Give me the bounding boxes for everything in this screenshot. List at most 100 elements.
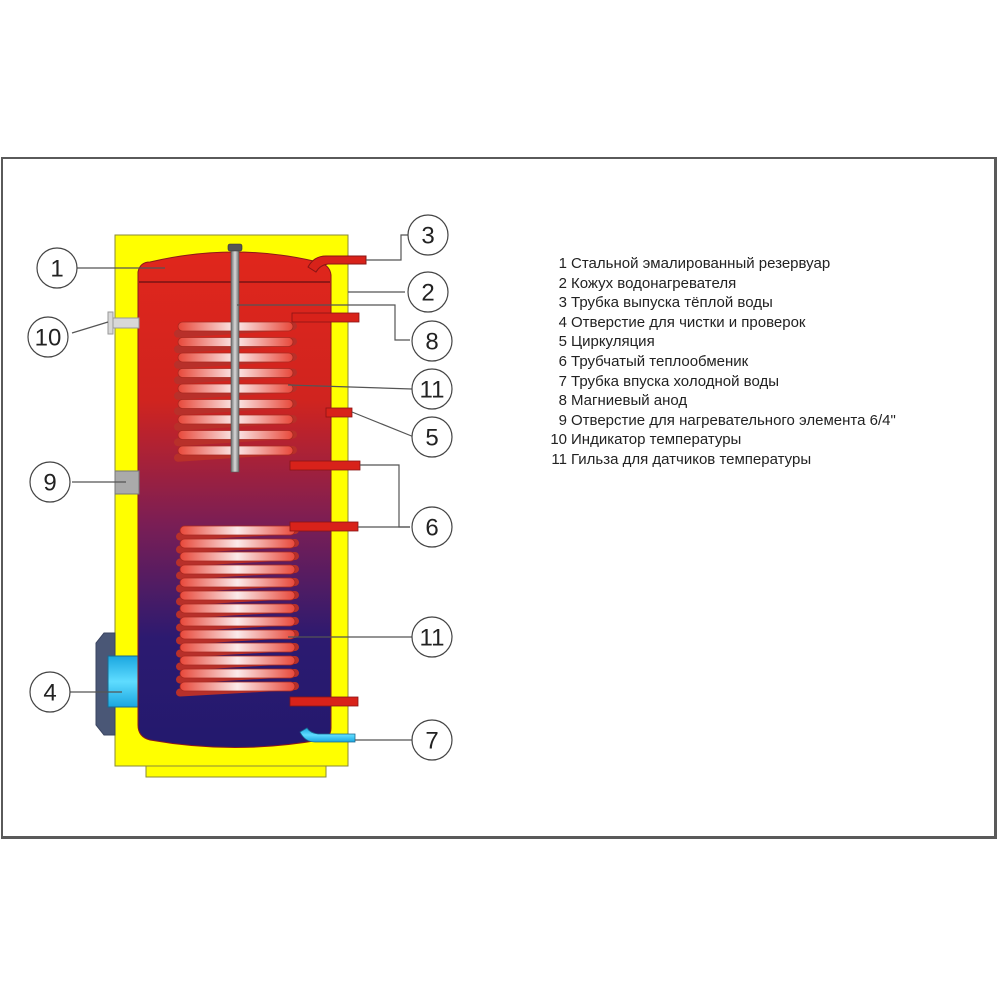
legend-item-number: 11 [551,450,567,468]
legend-item-number: 3 [558,294,567,312]
legend-item-text: Магниевый анод [571,392,688,410]
callout-number: 8 [425,329,438,356]
legend-item-text: Кожух водонагревателя [571,274,737,292]
legend-item-text: Трубка впуска холодной воды [571,372,780,390]
lower-heat-exchanger-coil [176,525,299,697]
lower-coil-turn [179,577,296,588]
lower-coil-turn [179,603,296,614]
lower-coil-turn [179,668,296,679]
legend-item-number: 8 [558,392,567,410]
lower-coil-turn [179,564,296,575]
callout-temperature-indicator: 10 [27,316,69,358]
callout-cleaning-port: 4 [29,671,71,713]
legend-item-number: 6 [558,352,567,370]
callout-number: 2 [421,280,434,307]
legend-item-number: 9 [558,411,567,429]
legend-item-text: Трубчатый теплообменик [571,352,749,370]
cleaning-port-plug [107,655,143,708]
upper-coil-inlet-pipe [291,312,360,323]
legend-item-number: 5 [558,333,567,351]
legend-item-text: Стальной эмалированный резервуар [571,255,831,272]
lower-coil-turn [179,525,296,536]
lower-coil-turn [179,655,296,666]
legend-item-number: 10 [550,431,567,449]
legend-item-number: 7 [558,372,567,390]
callout-circle [411,320,453,362]
callout-circle [29,461,71,503]
legend-item-number: 1 [558,255,567,272]
leader-11a [287,384,413,390]
leader-5 [351,411,415,438]
circulation-pipe [325,407,353,418]
callout-number: 7 [425,728,438,755]
callout-circle [407,214,449,256]
callout-heating-element-port: 9 [29,461,71,503]
cold-water-inlet [299,727,356,743]
lower-coil-turn [179,681,296,692]
callout-circle [27,316,69,358]
callout-hot-water-outlet: 3 [407,214,449,256]
legend-item-text: Трубка выпуска тёплой воды [571,294,773,312]
callout-number: 11 [420,377,445,404]
callout-circle [411,719,453,761]
leader-3 [366,234,408,261]
lower-coil-turn [179,590,296,601]
leader-6 [360,464,410,528]
legend-item-text: Гильза для датчиков температуры [571,450,812,468]
callout-number: 9 [43,470,56,497]
callout-circle [36,247,78,289]
leader-10 [71,321,109,334]
lower-coil-turn [179,616,296,627]
callout-number: 11 [420,625,445,652]
callout-circle [407,271,449,313]
magnesium-anode [227,243,243,473]
cleaning-port [95,632,143,736]
hot-water-outlet [307,255,367,273]
callout-cold-water-inlet: 7 [411,719,453,761]
callout-circle [411,416,453,458]
callout-sensor-sleeve-upper: 11 [411,368,453,410]
callouts: 1 2 3 10 8 11 5 9 6 11 4 7 [27,214,453,761]
callout-number: 4 [43,680,56,707]
callout-circle [29,671,71,713]
callout-number: 3 [421,223,434,250]
leader-lines [70,234,415,741]
casing-base [145,764,327,778]
callout-number: 6 [425,515,438,542]
callout-casing: 2 [407,271,449,313]
callout-magnesium-anode: 8 [411,320,453,362]
upper-coil-outlet-pipe [289,460,361,471]
legend-item-number: 4 [558,313,567,331]
lower-coil-turn [179,642,296,653]
lower-coil-turn [179,551,296,562]
callout-circle [411,616,453,658]
callout-tank: 1 [36,247,78,289]
callout-number: 1 [50,256,63,283]
legend-item-text: Индикатор температуры [571,431,742,449]
callout-number: 5 [425,425,438,452]
temperature-indicator [107,311,140,335]
legend-item-number: 2 [558,274,567,292]
lower-coil-turn [179,629,296,640]
callout-sensor-sleeve-lower: 11 [411,616,453,658]
lower-coil-inlet-pipe [289,521,359,532]
callout-circle [411,368,453,410]
lower-coil-turn [179,538,296,549]
callout-circle [411,506,453,548]
callout-number: 10 [35,325,62,352]
callout-heat-exchanger: 6 [411,506,453,548]
legend-item-text: Отверстие для чистки и проверок [571,313,806,331]
